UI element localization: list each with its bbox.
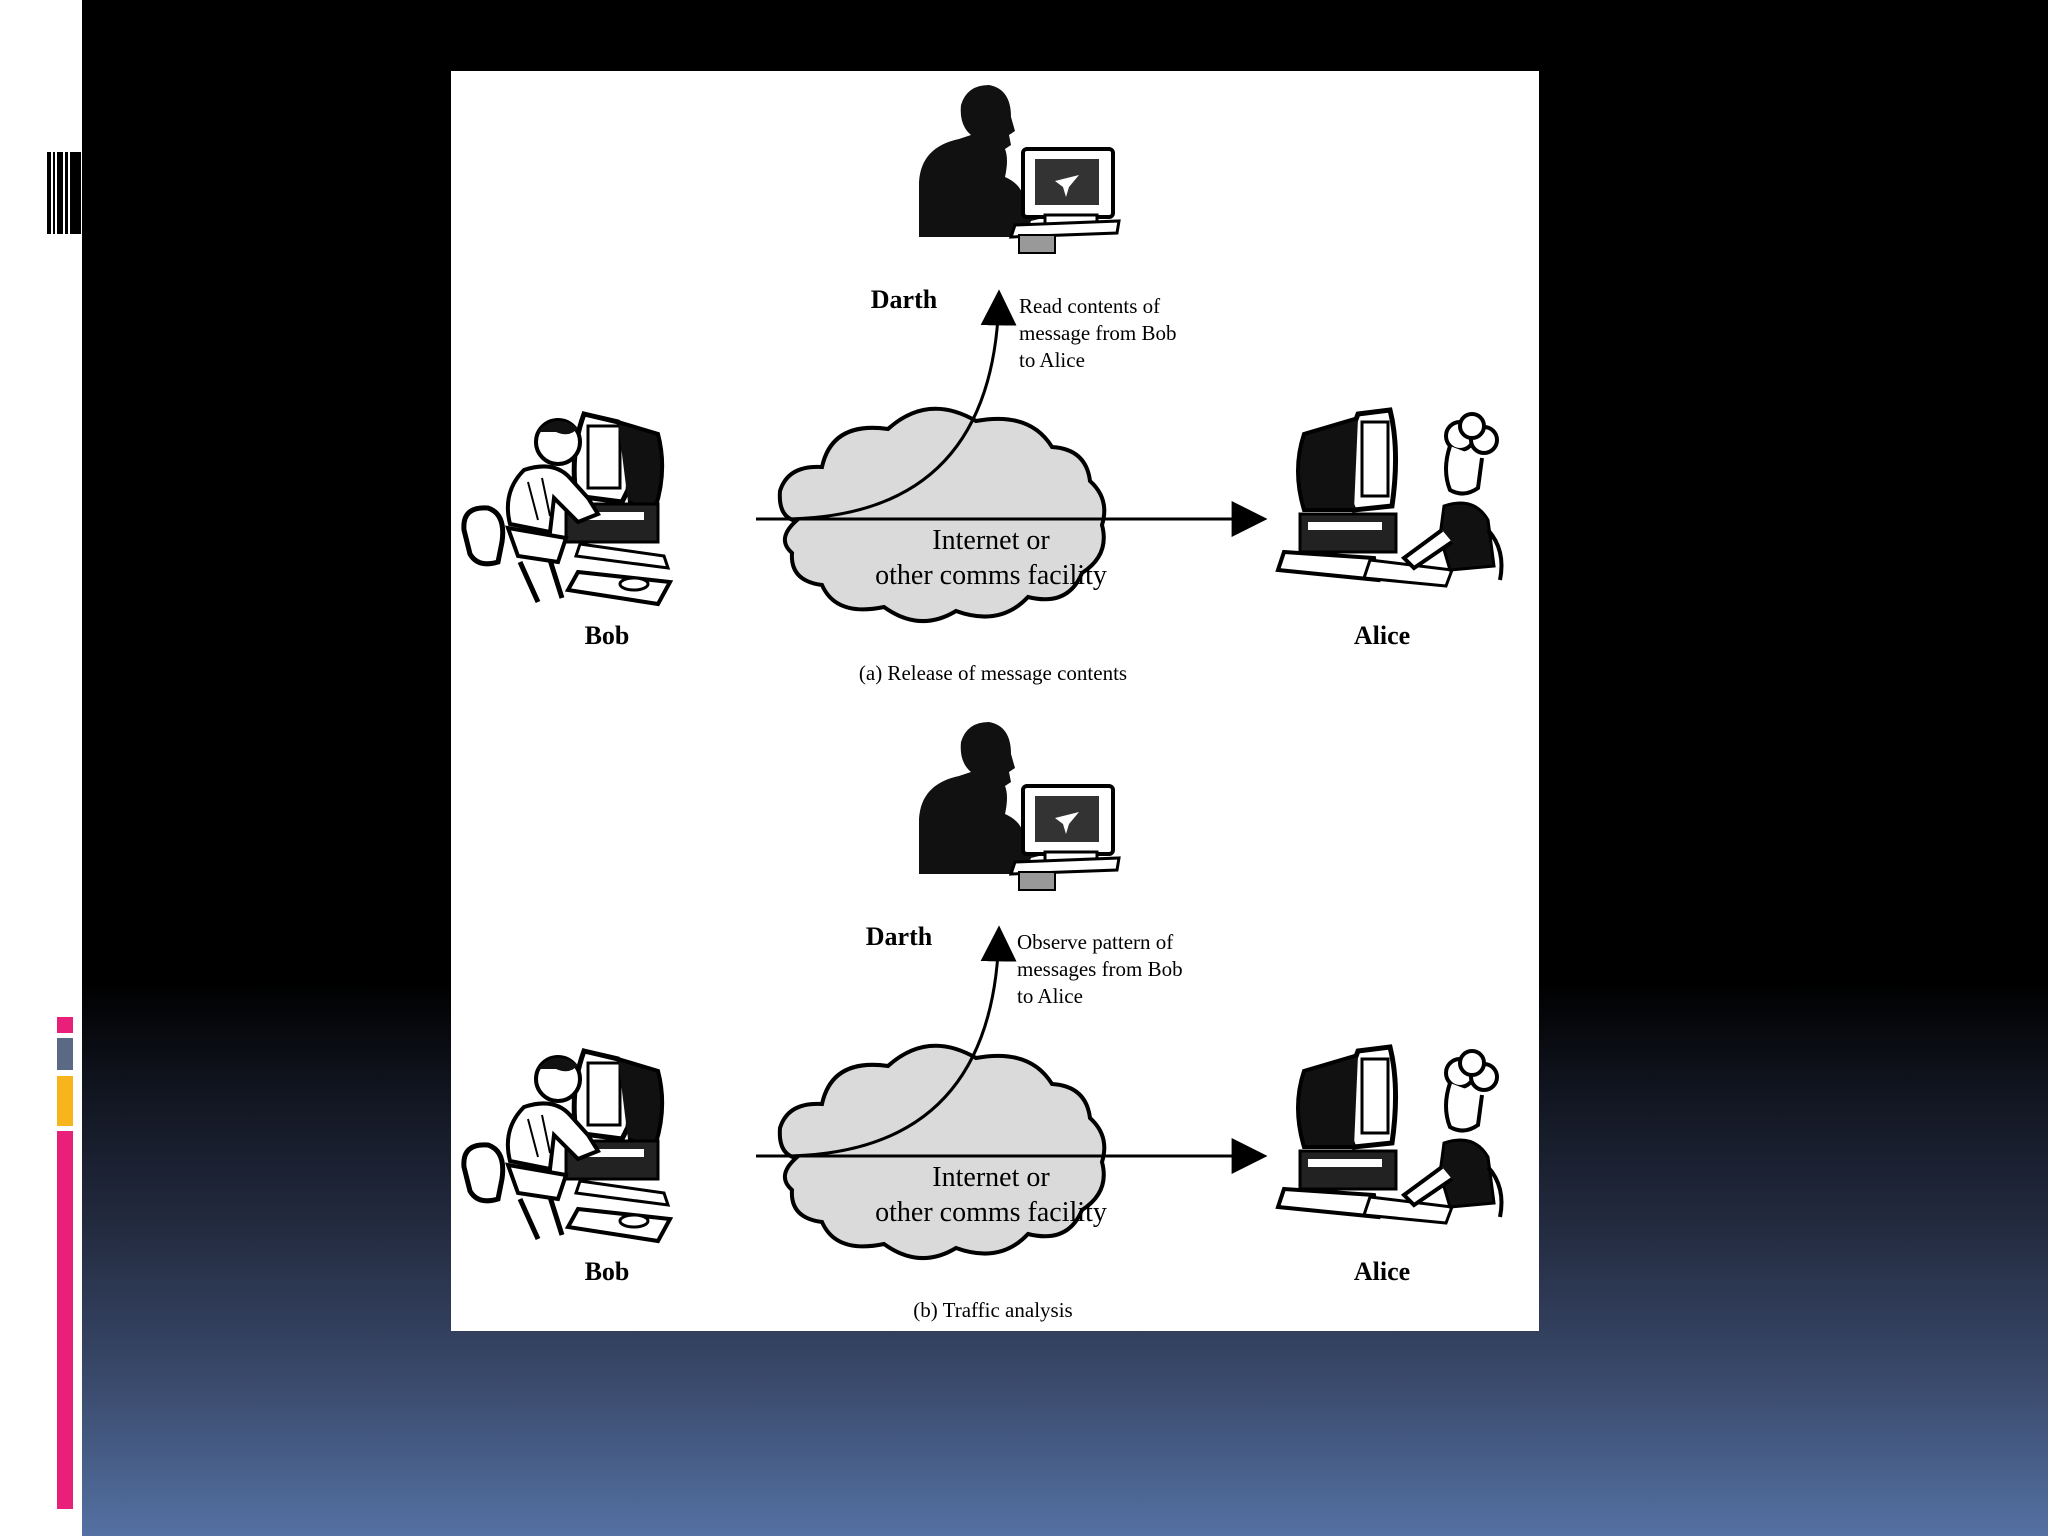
alice-b-label: Alice bbox=[1354, 1257, 1410, 1286]
observe-arrow-b bbox=[780, 925, 1017, 1158]
bob-a-illustration bbox=[464, 414, 670, 604]
accent-bar-pink-small bbox=[57, 1017, 73, 1033]
darth-a-note-1: Read contents of bbox=[1019, 294, 1160, 318]
alice-a-illustration bbox=[1278, 410, 1502, 586]
bob-a-label: Bob bbox=[585, 621, 630, 650]
network-b-label-1: Internet or bbox=[932, 1162, 1050, 1193]
alice-b-illustration bbox=[1278, 1047, 1502, 1223]
alice-a-label: Alice bbox=[1354, 621, 1410, 650]
darth-b-label: Darth bbox=[866, 922, 933, 951]
accent-bar-slate bbox=[57, 1038, 73, 1070]
bob-b-label: Bob bbox=[585, 1257, 630, 1286]
network-b-label-2: other comms facility bbox=[875, 1197, 1107, 1228]
bars-icon bbox=[47, 152, 81, 234]
intercept-arrow-a bbox=[780, 289, 1017, 521]
network-a-label-2: other comms facility bbox=[875, 560, 1107, 591]
passive-attacks-figure: Darth Read contents of message from Bob … bbox=[451, 71, 1539, 1331]
panel-b: Darth Observe pattern of messages from B… bbox=[464, 720, 1502, 1322]
accent-bar-pink-tall bbox=[57, 1131, 73, 1509]
panel-a: Darth Read contents of message from Bob … bbox=[464, 83, 1502, 685]
darth-a-label: Darth bbox=[871, 285, 938, 314]
darth-b-note-3: to Alice bbox=[1017, 984, 1083, 1008]
darth-a-note-2: message from Bob bbox=[1019, 321, 1176, 345]
darth-b-note-2: messages from Bob bbox=[1017, 957, 1183, 981]
caption-a: (a) Release of message contents bbox=[859, 661, 1127, 685]
darth-a-note-3: to Alice bbox=[1019, 348, 1085, 372]
accent-bar-gold bbox=[57, 1076, 73, 1126]
caption-b: (b) Traffic analysis bbox=[913, 1298, 1072, 1322]
darth-b-note-1: Observe pattern of bbox=[1017, 930, 1173, 954]
network-a-label-1: Internet or bbox=[932, 525, 1050, 556]
darth-a-illustration bbox=[917, 83, 1121, 255]
bob-b-illustration bbox=[464, 1051, 670, 1241]
darth-b-illustration bbox=[917, 720, 1121, 892]
